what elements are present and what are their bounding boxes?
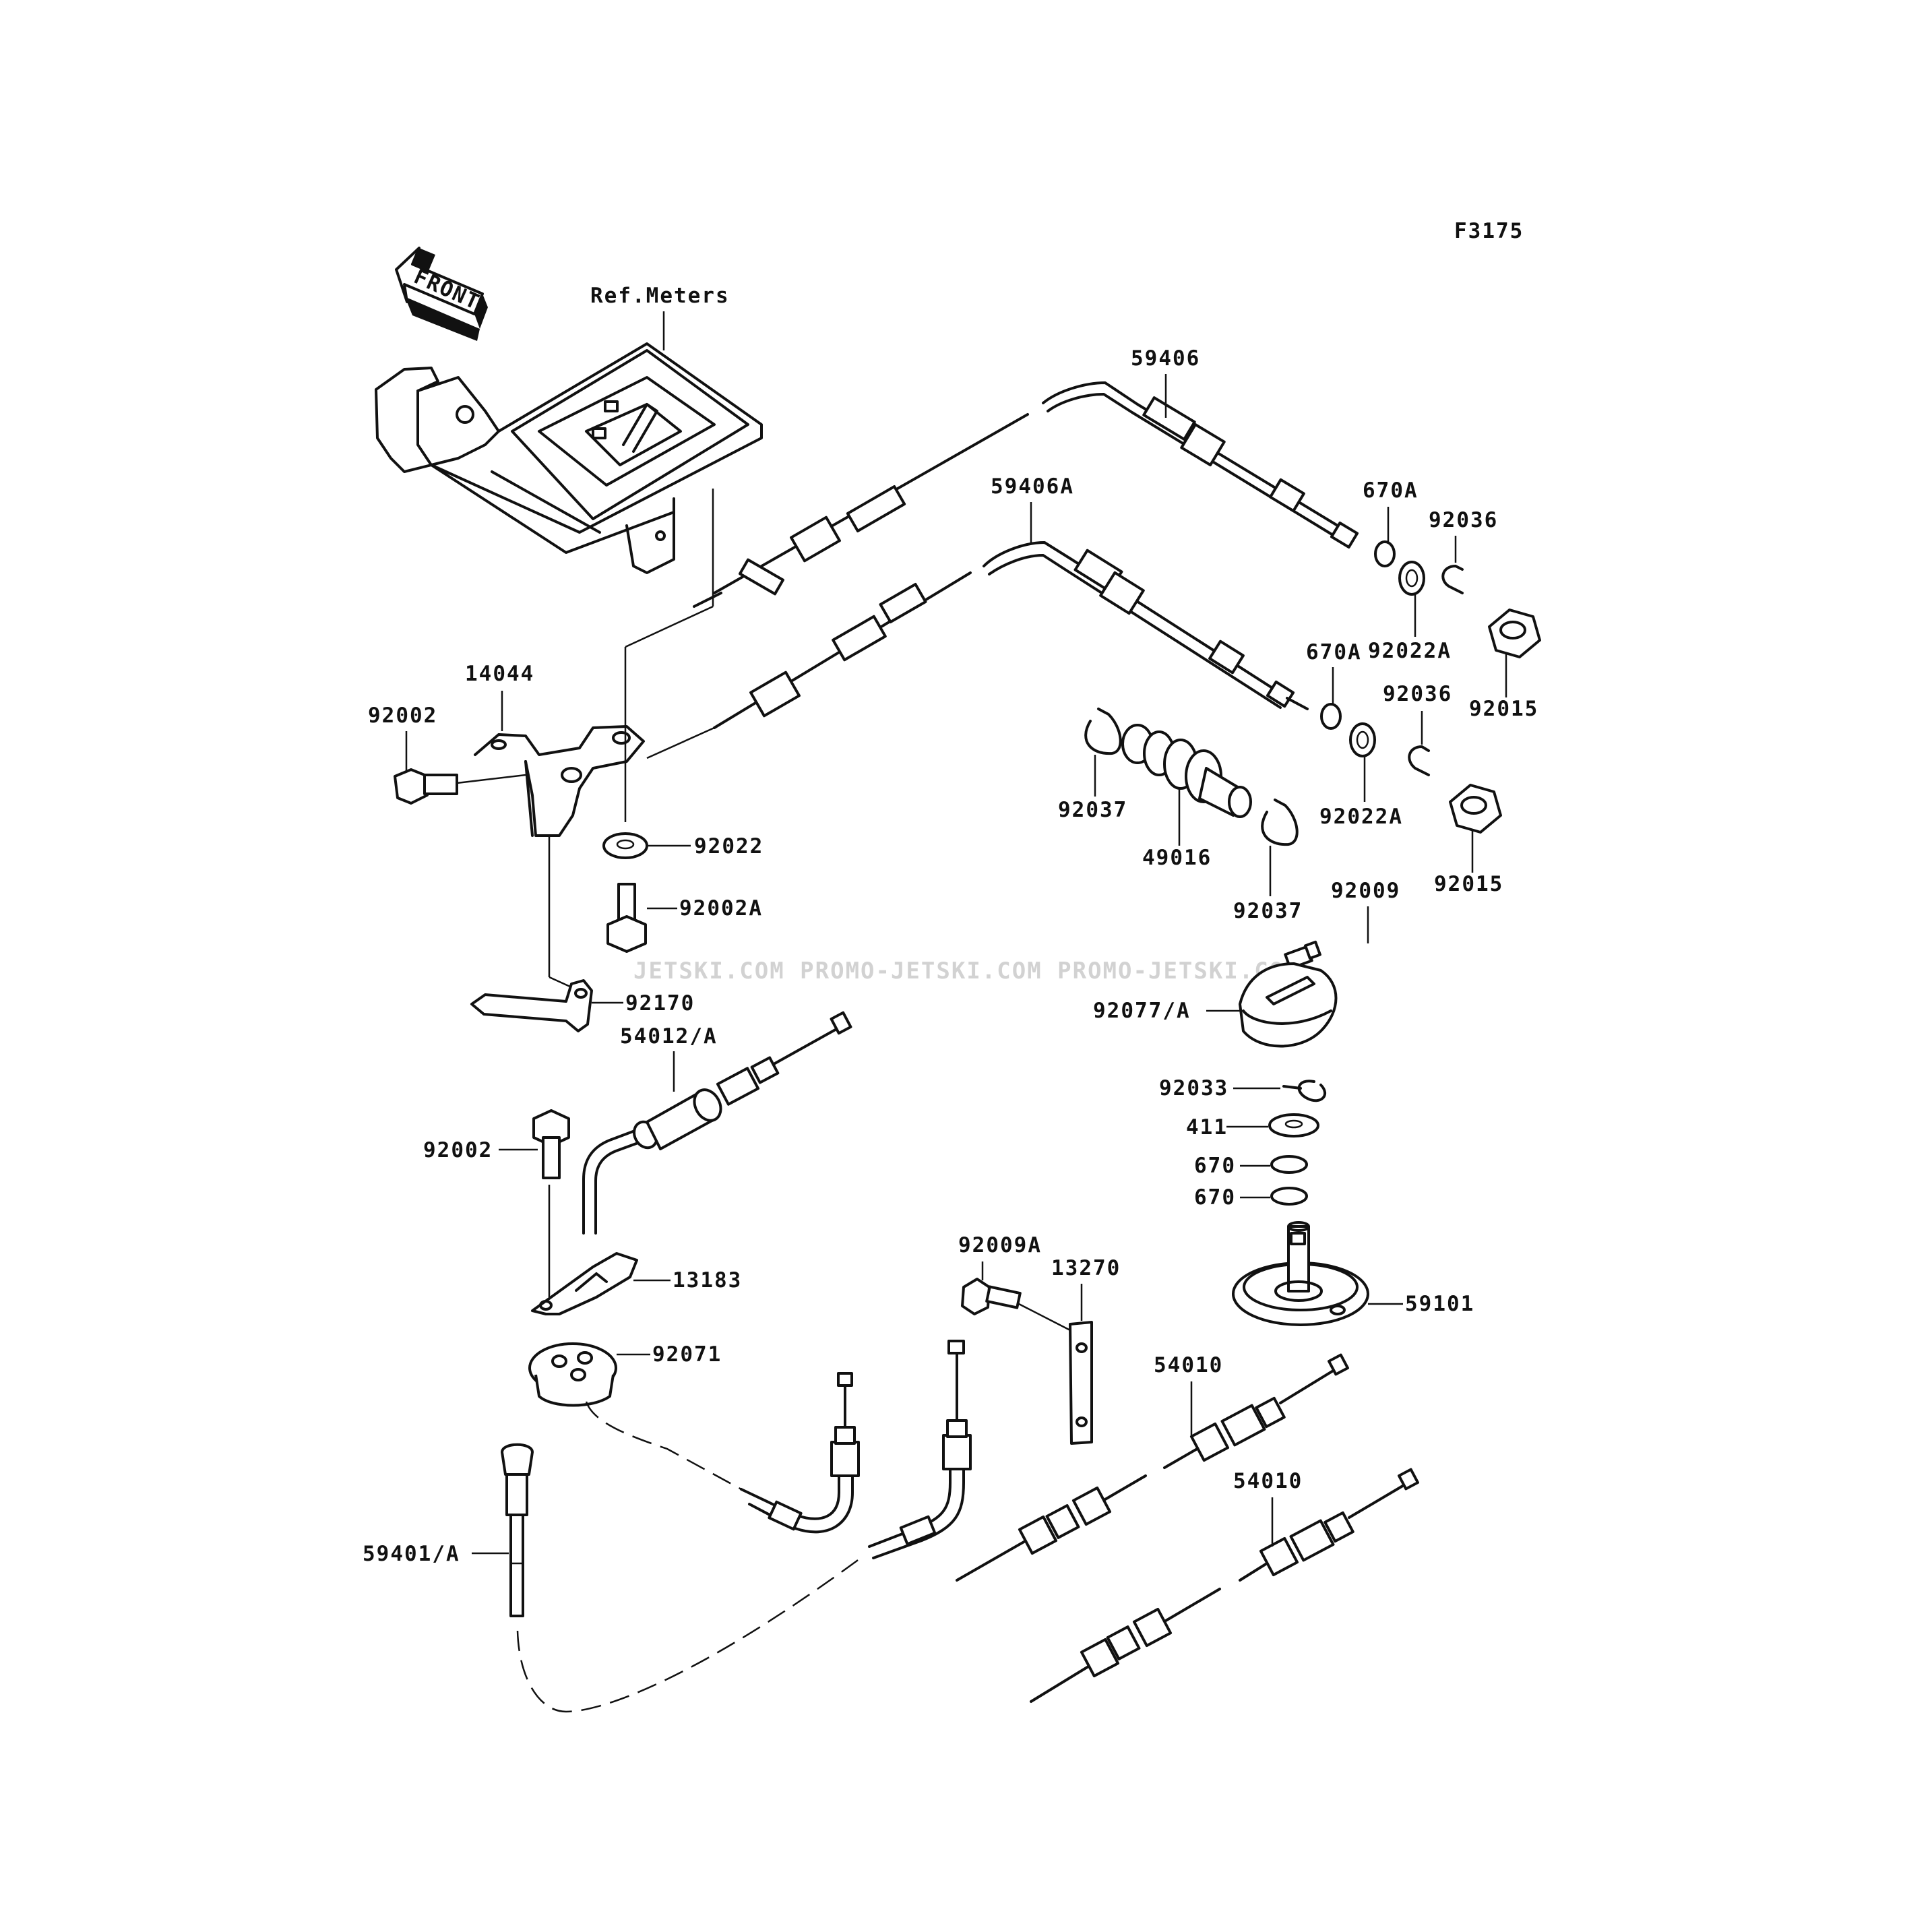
label-54010-2: 54010 — [1233, 1469, 1303, 1493]
washer-92022 — [602, 832, 648, 859]
label-59401A: 59401/A — [363, 1542, 460, 1566]
label-92033: 92033 — [1159, 1076, 1228, 1100]
label-92036-1: 92036 — [1429, 508, 1498, 532]
cable-54012A — [582, 1011, 852, 1235]
label-92170: 92170 — [625, 991, 695, 1016]
front-arrow-icon: FRONT — [395, 247, 488, 341]
cable-end-right — [868, 1340, 972, 1559]
label-92002A: 92002A — [679, 896, 763, 921]
washer-92022A-1 — [1398, 561, 1425, 596]
cable-54010-2 — [1030, 1468, 1419, 1703]
cable-54010-1 — [956, 1353, 1349, 1582]
label-670-2: 670 — [1194, 1185, 1236, 1210]
label-670A-2: 670A — [1306, 640, 1362, 664]
label-92002-1: 92002 — [368, 704, 437, 728]
label-14044: 14044 — [465, 662, 534, 686]
cable-end-left — [740, 1372, 860, 1534]
meter-bracket — [375, 342, 763, 822]
o-ring-670A-2 — [1320, 703, 1342, 730]
label-49016: 49016 — [1142, 846, 1212, 870]
label-13183: 13183 — [673, 1268, 742, 1292]
figure-code: F3175 — [1454, 219, 1524, 243]
screw-92009A — [961, 1278, 1072, 1332]
boot-49016 — [1121, 724, 1252, 818]
label-59406A: 59406A — [991, 474, 1074, 499]
o-ring-670-1 — [1270, 1155, 1308, 1174]
nut-92015-2 — [1449, 784, 1502, 834]
plate-13270 — [1069, 1321, 1093, 1445]
label-59101: 59101 — [1405, 1292, 1474, 1316]
label-59406: 59406 — [1131, 346, 1200, 371]
label-92015-1: 92015 — [1469, 697, 1538, 721]
grommet-92071 — [528, 1342, 617, 1407]
cable-59406 — [693, 381, 1359, 608]
label-13270: 13270 — [1051, 1256, 1121, 1280]
plate-59101 — [1232, 1221, 1369, 1326]
screw-92009 — [1284, 940, 1321, 970]
nut-92015-1 — [1488, 609, 1541, 658]
label-670-1: 670 — [1194, 1154, 1236, 1178]
washer-411 — [1268, 1113, 1319, 1138]
label-92022A-2: 92022A — [1319, 805, 1403, 829]
label-92022: 92022 — [694, 834, 764, 859]
cable-59401A — [501, 1401, 863, 1713]
watermark: JETSKI.COM PROMO-JETSKI.COM PROMO-JETSKI… — [633, 958, 1300, 985]
clamp-92037-2 — [1261, 799, 1299, 846]
clamp-92037-1 — [1084, 708, 1122, 755]
label-411: 411 — [1186, 1115, 1228, 1140]
o-ring-670-2 — [1270, 1187, 1308, 1206]
bracket-92170 — [470, 836, 593, 1032]
cable-59406A — [646, 541, 1309, 759]
label-92015-2: 92015 — [1434, 872, 1503, 896]
label-54012A: 54012/A — [620, 1024, 718, 1049]
o-ring-670A-1 — [1374, 540, 1396, 567]
washer-92022A-2 — [1349, 722, 1376, 757]
label-92022A-1: 92022A — [1368, 639, 1452, 663]
ref-meters-label: Ref.Meters — [590, 284, 730, 308]
label-92037-2: 92037 — [1233, 899, 1303, 923]
label-92036-2: 92036 — [1383, 682, 1452, 706]
label-92009A: 92009A — [958, 1233, 1042, 1257]
plate-13183 — [531, 1252, 638, 1315]
label-92071: 92071 — [652, 1342, 722, 1367]
label-92037-1: 92037 — [1058, 798, 1127, 822]
clip-92036-2 — [1408, 745, 1430, 776]
clip-92033 — [1282, 1080, 1326, 1102]
bolt-92002-1 — [394, 768, 526, 805]
bracket-14044 — [474, 725, 645, 837]
label-92009: 92009 — [1331, 879, 1400, 903]
label-92077A: 92077/A — [1093, 999, 1191, 1023]
bolt-92002-2 — [532, 1109, 570, 1179]
clip-92036-1 — [1441, 565, 1464, 594]
bolt-92002A — [606, 883, 647, 953]
label-92002-2: 92002 — [423, 1138, 493, 1162]
knob-92077A — [1239, 962, 1338, 1048]
label-54010-1: 54010 — [1154, 1353, 1223, 1377]
label-670A-1: 670A — [1363, 478, 1419, 503]
